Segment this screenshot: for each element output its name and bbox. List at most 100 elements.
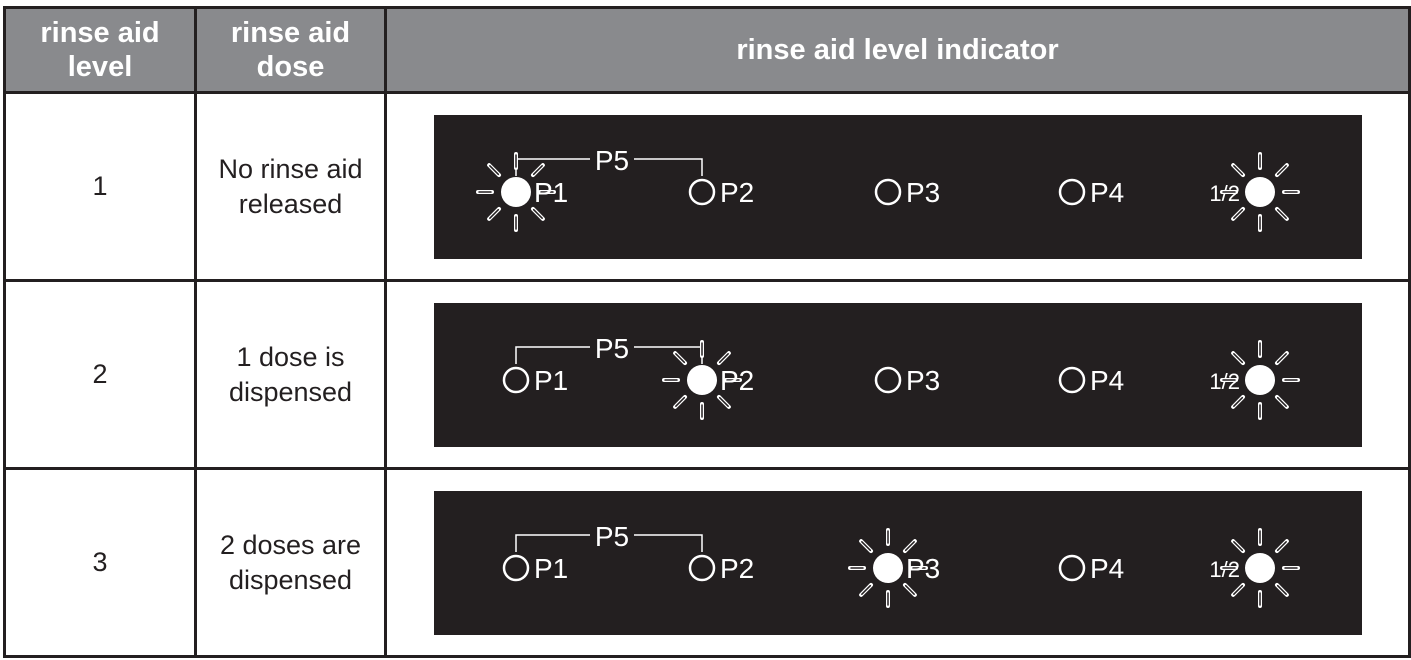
level-cell: 3 <box>3 467 197 658</box>
dose-cell: No rinse aid released <box>194 91 387 282</box>
bracket-right-line <box>633 157 703 176</box>
light-ray-core <box>1232 396 1243 407</box>
blinking-rays-icon <box>847 527 928 608</box>
indicator-label: P3 <box>906 553 940 584</box>
unlit-led-icon <box>502 554 529 581</box>
light-ray-core <box>1276 164 1287 175</box>
indicator-label: P1 <box>534 553 568 584</box>
indicator-p3: P3 <box>874 177 940 208</box>
dose-cell: 1 dose is dispensed <box>194 279 387 470</box>
blinking-rays-icon <box>475 151 556 232</box>
p5-bracket: P5 <box>514 145 703 176</box>
header-level-text: rinse aid level <box>40 17 160 83</box>
light-ray-core <box>674 396 685 407</box>
indicator-p1: P1 <box>502 365 568 396</box>
indicator-p3: P3 <box>847 527 940 608</box>
unlit-led-icon <box>688 554 715 581</box>
indicator-label: P4 <box>1090 177 1124 208</box>
light-ray-core <box>1276 352 1287 363</box>
dose-text: 1 dose is dispensed <box>228 341 353 407</box>
indicator-half: 1/2 <box>1209 527 1300 608</box>
light-ray-core <box>532 208 543 219</box>
light-ray-core <box>488 208 499 219</box>
indicator-label: P3 <box>906 177 940 208</box>
indicator-label: P4 <box>1090 553 1124 584</box>
indicator-p1: P1 <box>475 151 568 232</box>
indicator-label: P2 <box>720 553 754 584</box>
indicator-label: P3 <box>906 365 940 396</box>
indicator-label: P4 <box>1090 365 1124 396</box>
light-ray-core <box>1232 164 1243 175</box>
header-indicator-text: rinse aid level indicator <box>736 34 1059 66</box>
indicator-p2: P2 <box>661 339 754 420</box>
light-ray-core <box>904 584 915 595</box>
bracket-right-line <box>633 345 703 364</box>
indicator-p3: P3 <box>874 365 940 396</box>
indicator-label: P1 <box>534 177 568 208</box>
light-ray-core <box>718 352 729 363</box>
indicator-half: 1/2 <box>1209 339 1300 420</box>
indicator-p1: P1 <box>502 553 568 584</box>
bracket-right-line <box>633 533 703 552</box>
blinking-rays-icon <box>661 339 742 420</box>
header-rinse-aid-dose: rinse aid dose <box>194 6 387 94</box>
unlit-led-icon <box>1058 554 1085 581</box>
level-cell: 1 <box>3 91 197 282</box>
header-dose-text: rinse aid dose <box>230 17 351 83</box>
light-ray-core <box>860 584 871 595</box>
light-ray-core <box>904 540 915 551</box>
unlit-led-icon <box>1058 366 1085 393</box>
light-ray-core <box>1232 352 1243 363</box>
bracket-left-line <box>514 345 590 364</box>
indicator-label: P2 <box>720 365 754 396</box>
light-ray-core <box>532 164 543 175</box>
light-ray-core <box>1276 396 1287 407</box>
p5-label: P5 <box>594 521 628 552</box>
indicator-p2: P2 <box>688 177 754 208</box>
indicator-p4: P4 <box>1058 365 1124 396</box>
indicator-half: 1/2 <box>1209 151 1300 232</box>
level-cell: 2 <box>3 279 197 470</box>
dose-text: No rinse aid released <box>218 153 363 219</box>
light-ray-core <box>1276 584 1287 595</box>
p5-bracket: P5 <box>514 521 703 552</box>
bracket-left-line <box>514 157 590 176</box>
blinking-rays-icon <box>1219 339 1300 420</box>
bracket-left-line <box>514 533 590 552</box>
indicator-p4: P4 <box>1058 177 1124 208</box>
p5-label: P5 <box>594 333 628 364</box>
light-ray-core <box>674 352 685 363</box>
light-ray-core <box>1232 540 1243 551</box>
light-ray-core <box>1232 584 1243 595</box>
header-rinse-aid-level-indicator: rinse aid level indicator <box>384 6 1411 94</box>
unlit-led-icon <box>1058 178 1085 205</box>
light-ray-core <box>1276 540 1287 551</box>
lit-led-icon <box>686 364 717 395</box>
table-header-row: rinse aid level rinse aid dose rinse aid… <box>3 6 1411 94</box>
light-ray-core <box>488 164 499 175</box>
light-ray-core <box>860 540 871 551</box>
lit-led-icon <box>500 176 531 207</box>
dose-text: 2 doses are dispensed <box>219 529 362 595</box>
unlit-led-icon <box>688 178 715 205</box>
indicator-label: P1 <box>534 365 568 396</box>
lit-led-icon <box>872 552 903 583</box>
light-ray-core <box>718 396 729 407</box>
indicator-label: P2 <box>720 177 754 208</box>
dose-cell: 2 doses are dispensed <box>194 467 387 658</box>
blinking-rays-icon <box>1219 527 1300 608</box>
light-ray-core <box>1276 208 1287 219</box>
rinse-aid-table: rinse aid level rinse aid dose rinse aid… <box>3 6 1411 658</box>
